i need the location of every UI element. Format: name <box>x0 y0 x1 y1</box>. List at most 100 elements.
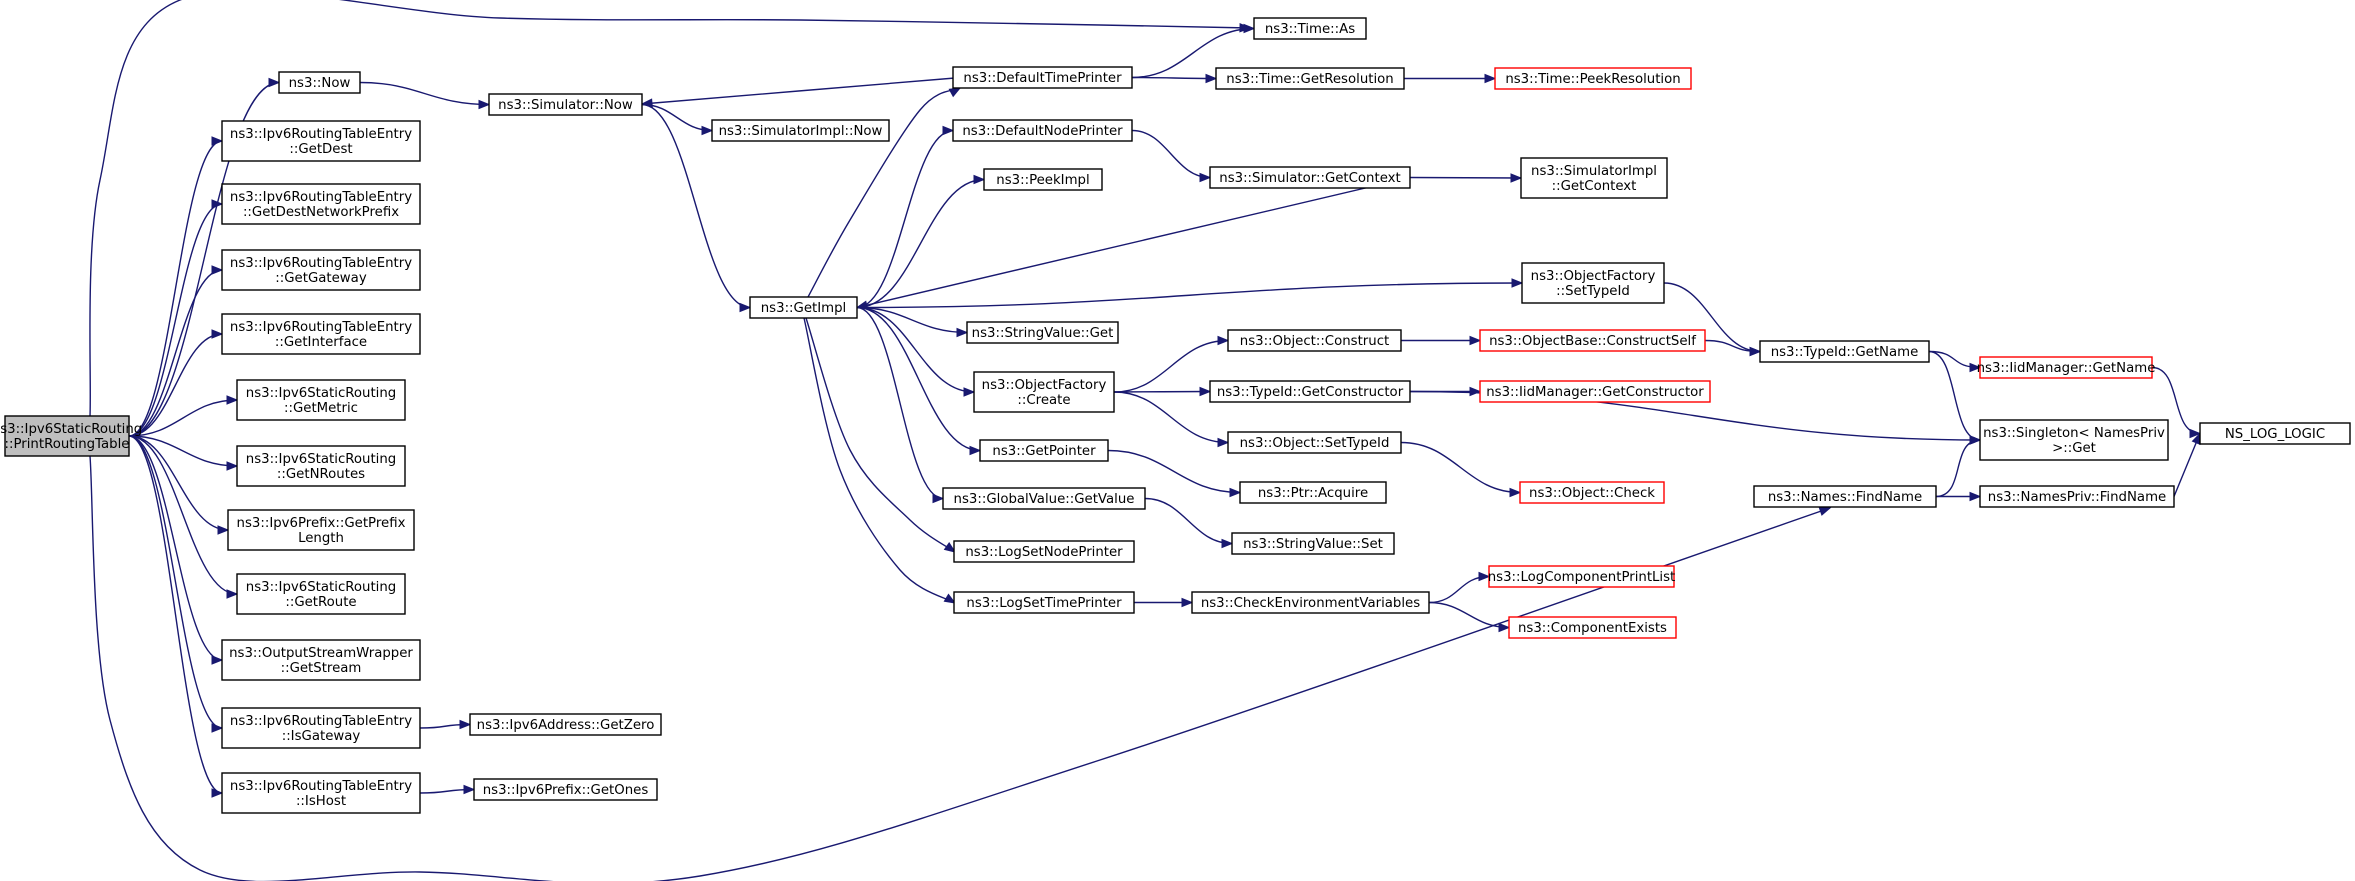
node-label: ns3::IidManager::GetName <box>1977 361 2156 376</box>
edge-iidgetname-to-nslog <box>2151 366 2202 439</box>
edge-line <box>641 77 956 105</box>
node-ns-log-logic[interactable]: NS_LOG_LOGIC <box>2199 422 2351 445</box>
node-label: ns3::Ipv6Prefix::GetPrefix <box>237 516 406 531</box>
node-label: ns3::Ipv6StaticRouting <box>246 452 396 467</box>
node-box <box>469 713 662 736</box>
arrowhead <box>973 174 986 185</box>
edge-getimpl-to-lognodeprinter <box>805 317 957 553</box>
node-ns3-time-getresolution[interactable]: ns3::Time::GetResolution <box>1215 67 1405 90</box>
edge-simnow-to-getimpl <box>641 103 752 313</box>
node-ns3-simulatorimpl-getcontext[interactable]: ns3::SimulatorImpl::GetContext <box>1520 157 1668 199</box>
node-ns3-defaulttimeprinter[interactable]: ns3::DefaultTimePrinter <box>952 66 1133 89</box>
node-ns3-ipv6routingtableentry-getinterface[interactable]: ns3::Ipv6RoutingTableEntry::GetInterface <box>221 313 421 355</box>
node-ns3-ipv6routingtableentry-getdestnetworkprefix[interactable]: ns3::Ipv6RoutingTableEntry::GetDestNetwo… <box>221 183 421 225</box>
node-ns3-iidmanager-getname[interactable]: ns3::IidManager::GetName <box>1977 356 2156 379</box>
arrowhead <box>1509 487 1522 498</box>
node-box <box>221 120 421 162</box>
node-ns3-globalvalue-getvalue[interactable]: ns3::GlobalValue::GetValue <box>942 487 1146 510</box>
node-ns3-logcomponentprintlist[interactable]: ns3::LogComponentPrintList <box>1488 565 1676 588</box>
node-label: ns3::TypeId::GetName <box>1771 345 1919 360</box>
arrowhead <box>463 784 476 795</box>
edge-line <box>1113 339 1229 393</box>
arrowhead <box>943 542 957 553</box>
arrowhead <box>226 395 239 405</box>
arrowhead <box>1181 597 1194 608</box>
node-ns3-ipv6address-getzero[interactable]: ns3::Ipv6Address::GetZero <box>469 713 662 736</box>
node-ns3-now[interactable]: ns3::Now <box>278 71 361 94</box>
node-ns3-ptr-acquire[interactable]: ns3::Ptr::Acquire <box>1239 481 1387 504</box>
node-ns3-stringvalue-get[interactable]: ns3::StringValue::Get <box>966 321 1119 344</box>
node-ns3-getpointer[interactable]: ns3::GetPointer <box>979 439 1109 462</box>
node-label: ns3::Singleton< NamesPriv <box>1983 426 2165 441</box>
node-box <box>1253 17 1367 40</box>
node-ns3-simulator-getcontext[interactable]: ns3::Simulator::GetContext <box>1209 166 1411 189</box>
edge-line <box>856 306 981 452</box>
node-ns3-getimpl[interactable]: ns3::GetImpl <box>749 296 858 319</box>
node-ns3-simulator-now[interactable]: ns3::Simulator::Now <box>488 93 643 116</box>
node-label: ns3::Time::GetResolution <box>1226 72 1393 87</box>
node-ns3-ipv6prefix-getones[interactable]: ns3::Ipv6Prefix::GetOnes <box>473 778 658 801</box>
node-ns3-ipv6routingtableentry-getgateway[interactable]: ns3::Ipv6RoutingTableEntry::GetGateway <box>221 249 421 291</box>
edge-line <box>803 317 956 604</box>
node-ns3-ipv6routingtableentry-ishost[interactable]: ns3::Ipv6RoutingTableEntry::IsHost <box>221 772 421 814</box>
node-ns3-componentexists[interactable]: ns3::ComponentExists <box>1508 616 1677 639</box>
node-ns3-ipv6staticrouting-getnroutes[interactable]: ns3::Ipv6StaticRouting::GetNRoutes <box>236 445 406 487</box>
node-ns3-object-check[interactable]: ns3::Object::Check <box>1519 481 1665 504</box>
node-label: ns3::Ipv6RoutingTableEntry <box>230 127 412 142</box>
node-ns3-stringvalue-set[interactable]: ns3::StringValue::Set <box>1231 532 1395 555</box>
edge-line <box>128 435 238 595</box>
node-label: ::GetMetric <box>284 401 358 416</box>
node-ns3-names-findname[interactable]: ns3::Names::FindName <box>1753 485 1937 508</box>
node-ns3-defaultnodeprinter[interactable]: ns3::DefaultNodePrinter <box>952 119 1133 142</box>
node-ns3-objectfactory-create[interactable]: ns3::ObjectFactory::Create <box>973 371 1115 413</box>
node-ns3-peekimpl[interactable]: ns3::PeekImpl <box>983 168 1103 191</box>
node-ns3-logsetnodeprinter[interactable]: ns3::LogSetNodePrinter <box>953 540 1135 563</box>
node-label: ns3::GetImpl <box>761 301 846 316</box>
node-ns3-ipv6staticrouting-getmetric[interactable]: ns3::Ipv6StaticRouting::GetMetric <box>236 379 406 421</box>
node-box <box>227 509 415 551</box>
node-ns3-simulatorimpl-now[interactable]: ns3::SimulatorImpl::Now <box>711 119 890 142</box>
node-ns3-ipv6routingtableentry-isgateway[interactable]: ns3::Ipv6RoutingTableEntry::IsGateway <box>221 707 421 749</box>
node-ns3-typeid-getconstructor[interactable]: ns3::TypeId::GetConstructor <box>1209 380 1411 403</box>
node-ns3-object-settypeid[interactable]: ns3::Object::SetTypeId <box>1227 431 1402 454</box>
edge-line <box>128 435 238 467</box>
edge-root-to-getnroutes <box>128 435 239 471</box>
node-ns3-time-as[interactable]: ns3::Time::As <box>1253 17 1367 40</box>
arrowhead <box>956 327 969 338</box>
node-ns3-checkenvironmentvariables[interactable]: ns3::CheckEnvironmentVariables <box>1191 591 1430 614</box>
node-label: ns3::Simulator::Now <box>498 98 633 113</box>
node-ns3-time-peekresolution[interactable]: ns3::Time::PeekResolution <box>1494 67 1692 90</box>
edge-deftimeprinter-to-timeas <box>1131 23 1256 79</box>
node-ns3-iidmanager-getconstructor[interactable]: ns3::IidManager::GetConstructor <box>1479 380 1711 403</box>
arrowhead <box>1749 346 1762 357</box>
edge-isgateway-to-getzero <box>419 719 472 730</box>
node-ns3-singleton-namespriv-get[interactable]: ns3::Singleton< NamesPriv >::Get <box>1979 419 2169 461</box>
node-label: ::GetNRoutes <box>277 467 365 482</box>
node-label: NS_LOG_LOGIC <box>2225 427 2325 442</box>
arrowhead <box>1484 73 1497 84</box>
node-label: ns3::Ipv6RoutingTableEntry <box>230 779 412 794</box>
arrowhead <box>1217 335 1230 346</box>
node-ns3-object-construct[interactable]: ns3::Object::Construct <box>1227 329 1402 352</box>
node-ns3-ipv6staticrouting-printroutingtable[interactable]: ns3::Ipv6StaticRouting::PrintRoutingTabl… <box>0 415 142 457</box>
node-ns3-objectbase-constructself[interactable]: ns3::ObjectBase::ConstructSelf <box>1479 329 1706 352</box>
arrowhead <box>932 493 945 504</box>
node-ns3-namespriv-findname[interactable]: ns3::NamesPriv::FindName <box>1979 485 2175 508</box>
node-ns3-ipv6routingtableentry-getdest[interactable]: ns3::Ipv6RoutingTableEntry::GetDest <box>221 120 421 162</box>
edge-line <box>128 269 223 437</box>
edge-line <box>807 87 961 298</box>
node-ns3-ipv6staticrouting-getroute[interactable]: ns3::Ipv6StaticRouting::GetRoute <box>236 573 406 615</box>
node-ns3-objectfactory-settypeid[interactable]: ns3::ObjectFactory::SetTypeId <box>1521 262 1665 304</box>
edge-root-to-now <box>128 77 281 437</box>
arrowhead <box>1243 23 1256 34</box>
node-ns3-typeid-getname[interactable]: ns3::TypeId::GetName <box>1759 340 1930 363</box>
arrowhead <box>217 525 230 535</box>
node-box <box>979 439 1109 462</box>
node-box <box>711 119 890 142</box>
node-ns3-logsettimeprinter[interactable]: ns3::LogSetTimePrinter <box>953 591 1135 614</box>
node-box <box>236 445 406 487</box>
node-label: ns3::TypeId::GetConstructor <box>1217 385 1404 400</box>
node-ns3-outputstreamwrapper-getstream[interactable]: ns3::OutputStreamWrapper::GetStream <box>221 639 421 681</box>
node-label: ::GetDest <box>289 142 352 157</box>
